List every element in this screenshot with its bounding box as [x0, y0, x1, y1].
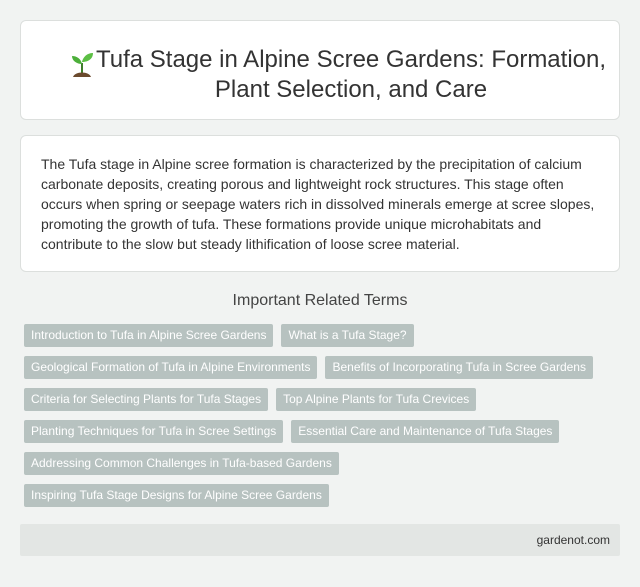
title-card: Tufa Stage in Alpine Scree Gardens: Form… [20, 20, 620, 120]
tag-row: Addressing Common Challenges in Tufa-bas… [20, 452, 620, 475]
related-term-tag[interactable]: Benefits of Incorporating Tufa in Scree … [325, 356, 593, 379]
summary-text: The Tufa stage in Alpine scree formation… [41, 156, 595, 252]
related-term-tag[interactable]: Essential Care and Maintenance of Tufa S… [291, 420, 560, 443]
tag-row: Geological Formation of Tufa in Alpine E… [20, 356, 620, 379]
related-term-tag[interactable]: Geological Formation of Tufa in Alpine E… [24, 356, 318, 379]
related-term-tag[interactable]: Planting Techniques for Tufa in Scree Se… [24, 420, 284, 443]
related-terms-list: Introduction to Tufa in Alpine Scree Gar… [20, 324, 620, 516]
summary-card: The Tufa stage in Alpine scree formation… [20, 135, 620, 272]
related-term-tag[interactable]: Inspiring Tufa Stage Designs for Alpine … [24, 484, 329, 507]
related-term-tag[interactable]: What is a Tufa Stage? [281, 324, 414, 347]
tag-row: Planting Techniques for Tufa in Scree Se… [20, 420, 620, 443]
related-term-tag[interactable]: Addressing Common Challenges in Tufa-bas… [24, 452, 339, 475]
footer: gardenot.com [20, 524, 620, 556]
tag-row: Criteria for Selecting Plants for Tufa S… [20, 388, 620, 411]
page-title: Tufa Stage in Alpine Scree Gardens: Form… [95, 46, 607, 103]
tag-row: Inspiring Tufa Stage Designs for Alpine … [20, 484, 620, 507]
related-terms-heading: Important Related Terms [232, 292, 408, 309]
seedling-icon [72, 53, 93, 77]
related-term-tag[interactable]: Top Alpine Plants for Tufa Crevices [276, 388, 477, 411]
tag-row: Introduction to Tufa in Alpine Scree Gar… [20, 324, 620, 347]
footer-site-link[interactable]: gardenot.com [536, 533, 610, 547]
related-term-tag[interactable]: Criteria for Selecting Plants for Tufa S… [24, 388, 269, 411]
related-term-tag[interactable]: Introduction to Tufa in Alpine Scree Gar… [24, 324, 274, 347]
